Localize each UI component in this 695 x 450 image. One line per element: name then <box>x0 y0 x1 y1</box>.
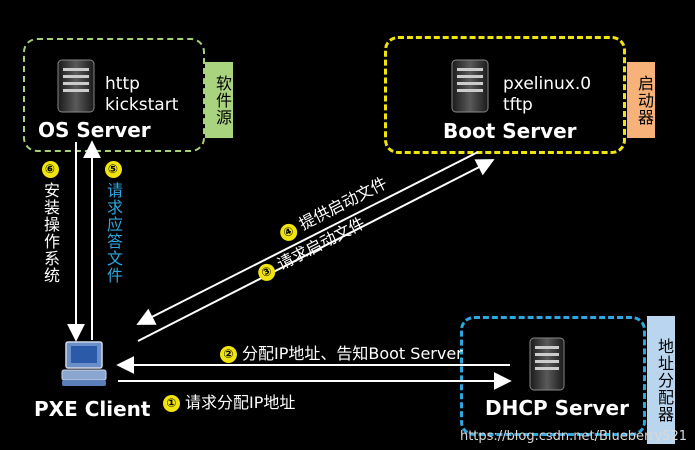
dhcp-server-tag: 地址分配器 <box>647 316 675 444</box>
boot-protocol-tftp: tftp <box>503 95 533 115</box>
dhcp-server-title: DHCP Server <box>485 396 629 420</box>
os-server-title: OS Server <box>38 118 151 142</box>
step-1-number: ① <box>163 395 180 412</box>
pxe-client-computer-icon <box>61 341 107 386</box>
step-2-text: 分配IP地址、告知Boot Server <box>242 344 463 363</box>
watermark: https://blog.csdn.net/Blueberry521 <box>459 429 687 444</box>
boot-server-tag: 启动器 <box>627 62 655 138</box>
step-2-label: ② 分配IP地址、告知Boot Server <box>220 340 463 364</box>
os-server-icon <box>57 59 95 113</box>
boot-protocol-pxelinux: pxelinux.0 <box>503 74 592 94</box>
step-5-label: ⑤ 请求应答文件 <box>102 160 124 284</box>
step-6-text: 安装操作系统 <box>41 182 60 284</box>
os-server-tag: 软件源 <box>205 62 233 138</box>
step-1-label: ① 请求分配IP地址 <box>163 389 295 413</box>
os-server-box <box>23 38 205 152</box>
dhcp-server-box <box>460 316 646 436</box>
step-5-number: ⑤ <box>104 161 122 178</box>
step-6-number: ⑥ <box>41 161 59 178</box>
boot-server-box <box>384 36 626 154</box>
pxe-client-title: PXE Client <box>34 397 151 421</box>
os-protocol-kickstart: kickstart <box>105 95 179 115</box>
arrow-step-4 <box>136 151 479 325</box>
arrow-step-3 <box>137 159 495 342</box>
boot-server-icon <box>451 59 489 113</box>
step-2-number: ② <box>220 346 237 363</box>
step-1-text: 请求分配IP地址 <box>185 393 296 412</box>
step-6-label: ⑥ 安装操作系统 <box>39 160 61 284</box>
boot-server-title: Boot Server <box>443 119 577 143</box>
step-5-text: 请求应答文件 <box>104 182 123 284</box>
dhcp-server-icon <box>529 337 565 391</box>
os-protocol-http: http <box>105 74 140 94</box>
